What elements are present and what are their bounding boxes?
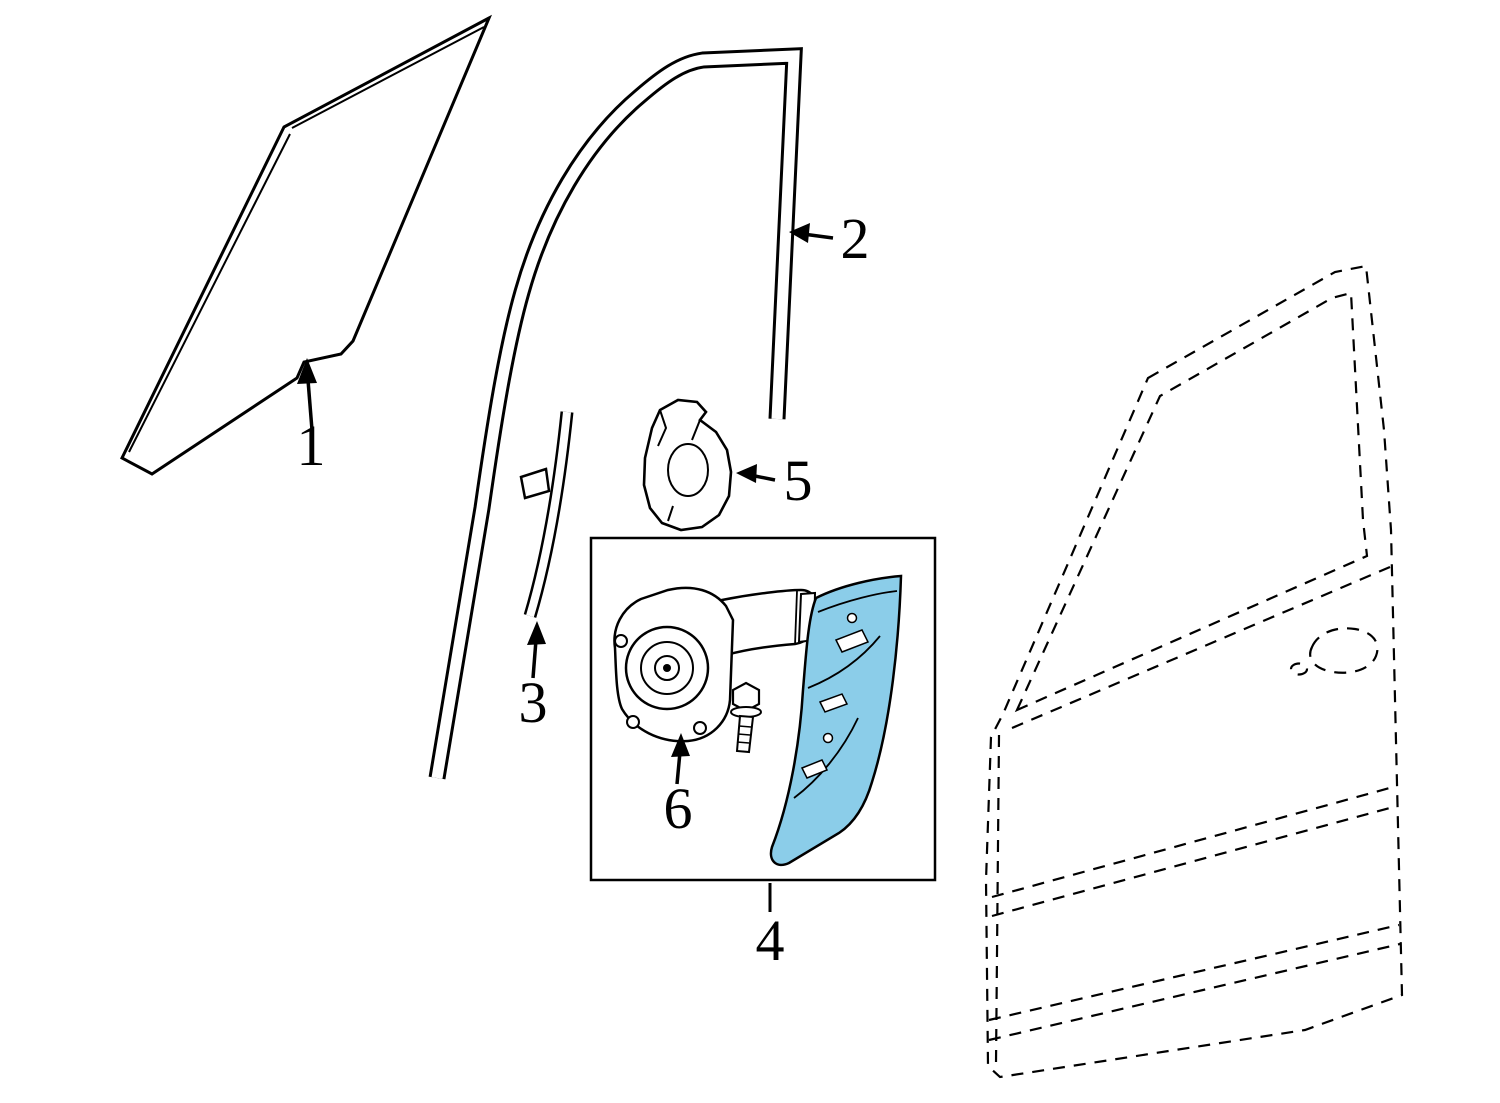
- rail-slot-1: [834, 629, 870, 653]
- door-handle-cutout: [1309, 627, 1379, 674]
- callout-1-arrow-head: [297, 358, 317, 384]
- callout-2: 2: [789, 206, 870, 271]
- rail-slot-3: [800, 759, 829, 779]
- door-left-inner-edge: [994, 734, 1001, 1064]
- callout-2-arrow-head: [789, 223, 810, 243]
- rail-rib-bottom: [793, 717, 859, 799]
- door-character-line-2: [991, 804, 1398, 918]
- callout-6-arrow-shaft: [675, 751, 682, 785]
- callout-1-arrow-shaft: [306, 379, 314, 431]
- mounting-bolt: [730, 681, 762, 754]
- callout-4: 4: [756, 883, 785, 973]
- callout-6-arrow-head: [671, 733, 690, 757]
- bolt-threads: [736, 725, 752, 744]
- callout-1-label: 1: [297, 413, 326, 478]
- bracket-detail-edge-3: [667, 505, 674, 522]
- window-motor: [613, 586, 820, 743]
- callout-2-label: 2: [841, 206, 870, 271]
- bracket-detail-edge-2: [691, 419, 701, 441]
- door-glass-top-edge-line: [291, 26, 485, 129]
- door-lower-line-1: [988, 923, 1400, 1022]
- callout-4-label: 4: [756, 908, 785, 973]
- callout-5-label: 5: [784, 448, 813, 513]
- guide-channel-inner: [526, 411, 571, 618]
- door-glass: [120, 14, 493, 476]
- callout-3-arrow-shaft: [531, 639, 538, 679]
- rail-slot-2: [818, 693, 849, 713]
- glass-run-channel-inner: [431, 50, 800, 779]
- guide-channel-tab: [519, 467, 551, 500]
- glass-guide-channel: [519, 411, 574, 618]
- motor-shaft-center: [663, 664, 671, 672]
- door-character-line-1: [991, 784, 1398, 899]
- motor-mount-hole-2: [626, 715, 640, 729]
- callout-6: 6: [664, 733, 693, 841]
- callout-5: 5: [736, 448, 813, 513]
- callout-3-arrow-head: [527, 621, 546, 645]
- callout-5-arrow-head: [736, 464, 757, 483]
- rail-rib-mid: [807, 635, 881, 689]
- door-lower-line-2: [988, 942, 1401, 1042]
- bracket-recess: [667, 443, 709, 497]
- motor-cap-line: [794, 590, 798, 646]
- door-glass-thickness-line: [128, 133, 291, 453]
- regulator-bracket: [642, 398, 733, 532]
- rail-hole-1: [846, 612, 858, 624]
- door-belt-line: [1011, 565, 1391, 730]
- rail-hole-2: [822, 732, 834, 744]
- callout-1: 1: [297, 358, 326, 478]
- window-regulator-highlight: [769, 574, 903, 867]
- bracket-outline: [642, 398, 733, 532]
- callout-3: 3: [519, 621, 548, 735]
- door-handle-hole: [1289, 662, 1309, 676]
- front-door-panel: [984, 264, 1404, 1079]
- door-window-opening: [1014, 291, 1369, 713]
- motor-mount-hole-3: [693, 721, 707, 735]
- door-outer-outline: [984, 264, 1404, 1079]
- glass-run-channel: [428, 47, 803, 780]
- rail-rib-top: [817, 590, 898, 613]
- door-glass-outline: [120, 14, 493, 476]
- motor-mount-hole-1: [614, 634, 628, 648]
- bracket-detail-edge-1: [657, 409, 668, 447]
- callout-6-label: 6: [664, 776, 693, 841]
- callout-3-label: 3: [519, 670, 548, 735]
